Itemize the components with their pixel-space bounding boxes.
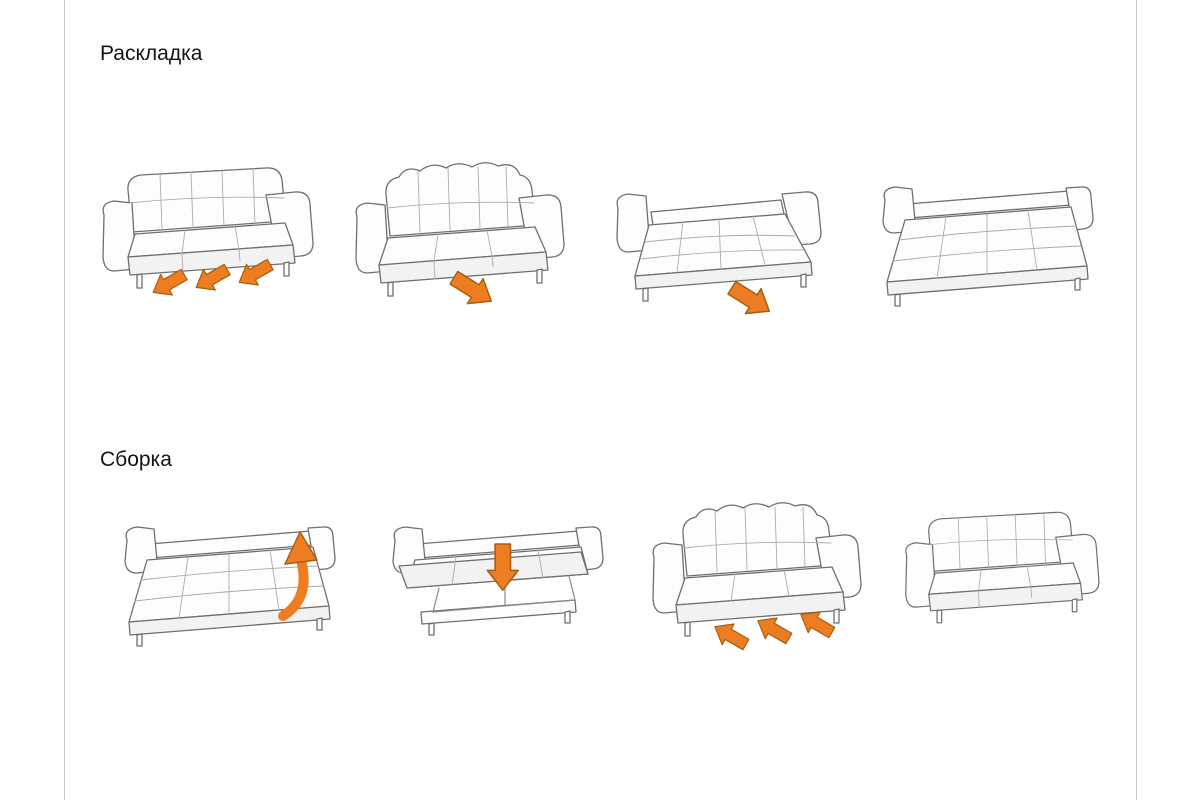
figure-unfold-step-1	[75, 148, 325, 323]
figure-fold-step-2	[355, 488, 605, 663]
sofa-step-illustration	[355, 162, 565, 305]
quilt-pattern	[683, 506, 832, 602]
sofa-step-illustration	[102, 167, 314, 296]
sofa-illustration	[616, 191, 822, 302]
lift-curved-arrow-icon	[278, 531, 318, 621]
quilt-pattern	[386, 166, 535, 280]
figure-fold-step-3	[627, 488, 877, 663]
quilt-pattern	[929, 512, 1073, 609]
sofa-step-illustration	[392, 526, 604, 636]
sofa-illustration	[905, 511, 1100, 624]
sofa-step-illustration	[882, 186, 1094, 307]
sofa-step-illustration	[652, 502, 862, 651]
quilt-pattern	[892, 209, 1082, 279]
figure-unfold-step-3	[585, 148, 835, 323]
section-title-fold: Сборка	[100, 448, 172, 471]
pull-out-arrows-icon	[152, 258, 274, 296]
figure-fold-step-4	[880, 494, 1130, 669]
figure-unfold-step-2	[330, 148, 580, 323]
pull-arrow-icon	[449, 270, 493, 305]
fold-down-arrow-icon	[486, 543, 519, 591]
quilt-pattern	[640, 215, 804, 273]
sofa-step-illustration	[616, 191, 822, 315]
section-title-unfold: Раскладка	[100, 42, 203, 65]
quilt-pattern	[128, 168, 285, 273]
push-in-arrows-icon	[714, 611, 836, 651]
unfold-arrow-icon	[727, 280, 771, 315]
bed-mechanism-frame	[432, 575, 576, 613]
page-frame	[64, 0, 1137, 800]
sofa-illustration	[102, 167, 314, 289]
figure-unfold-step-4	[845, 148, 1095, 323]
sofa-step-illustration	[124, 526, 336, 647]
sofa-illustration	[355, 162, 565, 297]
figure-fold-step-1	[87, 488, 337, 663]
sofa-step-illustration	[905, 511, 1100, 624]
sofa-illustration	[652, 502, 862, 637]
